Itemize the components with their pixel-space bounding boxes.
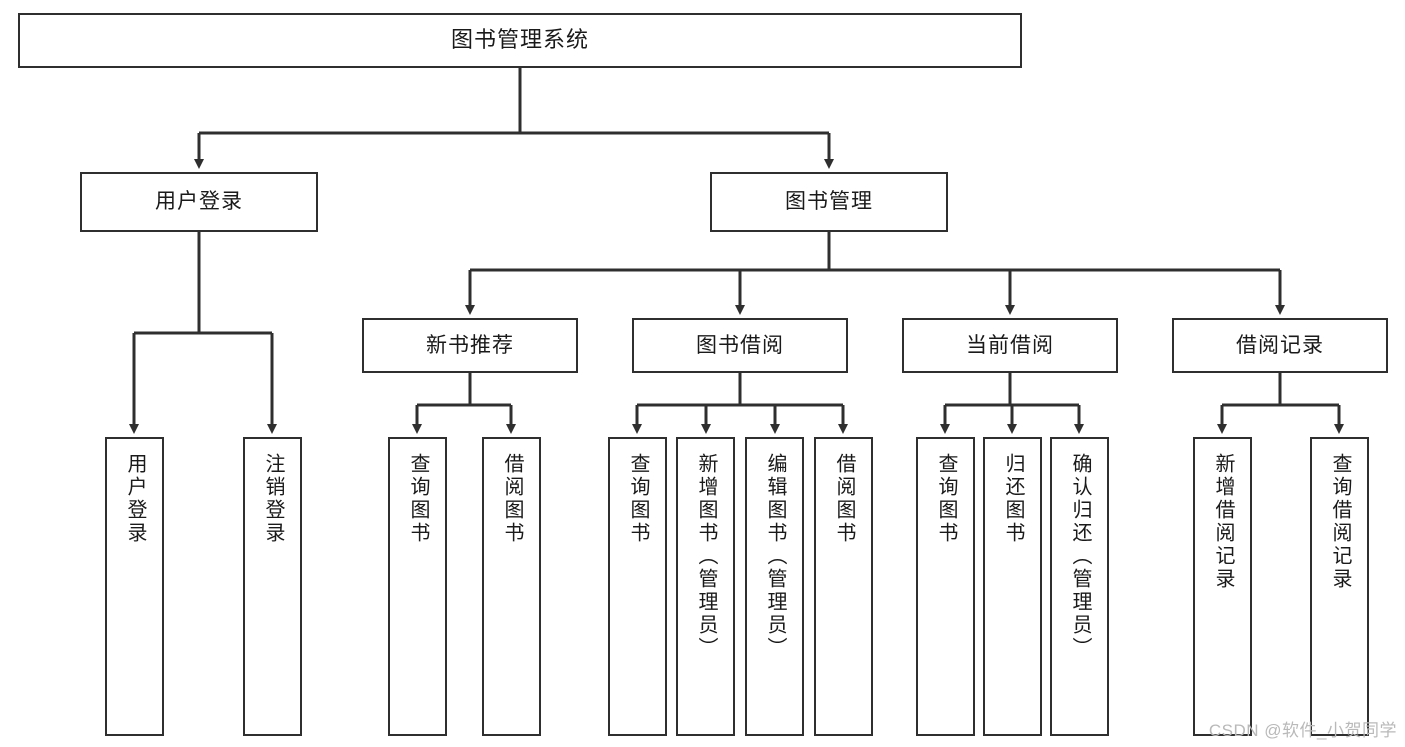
leaf-add-book-admin[interactable]: 新增图书（管理员） — [676, 437, 735, 736]
leaf-add-book-admin-label: 新增图书（管理员） — [695, 453, 717, 660]
leaf-query-borrow-record[interactable]: 查询借阅记录 — [1310, 437, 1369, 736]
leaf-add-borrow-record-label: 新增借阅记录 — [1212, 453, 1234, 591]
leaf-borrow-book-recommend-label: 借阅图书 — [501, 453, 523, 545]
leaf-query-book-current-label: 查询图书 — [935, 453, 957, 545]
leaf-query-book-borrow-label: 查询图书 — [627, 453, 649, 545]
node-book-management-label: 图书管理 — [785, 190, 873, 214]
leaf-user-logout-label: 注销登录 — [262, 453, 284, 545]
leaf-query-borrow-record-label: 查询借阅记录 — [1329, 453, 1351, 591]
node-book-borrow[interactable]: 图书借阅 — [632, 318, 848, 373]
node-new-book-recommend[interactable]: 新书推荐 — [362, 318, 578, 373]
node-new-book-recommend-label: 新书推荐 — [426, 333, 514, 357]
node-user-login-label: 用户登录 — [155, 190, 243, 214]
leaf-query-book-recommend[interactable]: 查询图书 — [388, 437, 447, 736]
leaf-user-logout[interactable]: 注销登录 — [243, 437, 302, 736]
leaf-return-book[interactable]: 归还图书 — [983, 437, 1042, 736]
node-book-borrow-label: 图书借阅 — [696, 333, 784, 357]
watermark-text: CSDN @软件_小贺同学 — [1208, 721, 1397, 740]
leaf-borrow-book[interactable]: 借阅图书 — [814, 437, 873, 736]
leaf-confirm-return-admin[interactable]: 确认归还（管理员） — [1050, 437, 1109, 736]
node-book-management[interactable]: 图书管理 — [710, 172, 948, 232]
leaf-query-book-borrow[interactable]: 查询图书 — [608, 437, 667, 736]
leaf-borrow-book-recommend[interactable]: 借阅图书 — [482, 437, 541, 736]
node-current-borrow[interactable]: 当前借阅 — [902, 318, 1118, 373]
leaf-user-login-label: 用户登录 — [124, 453, 146, 545]
leaf-return-book-label: 归还图书 — [1002, 453, 1024, 545]
node-borrow-record-label: 借阅记录 — [1236, 333, 1324, 357]
node-user-login[interactable]: 用户登录 — [80, 172, 318, 232]
leaf-query-book-current[interactable]: 查询图书 — [916, 437, 975, 736]
leaf-query-book-recommend-label: 查询图书 — [407, 453, 429, 545]
node-root-label: 图书管理系统 — [450, 27, 589, 53]
node-root[interactable]: 图书管理系统 — [18, 13, 1022, 68]
leaf-borrow-book-label: 借阅图书 — [833, 453, 855, 545]
leaf-confirm-return-admin-label: 确认归还（管理员） — [1069, 453, 1091, 660]
leaf-add-borrow-record[interactable]: 新增借阅记录 — [1193, 437, 1252, 736]
leaf-user-login[interactable]: 用户登录 — [105, 437, 164, 736]
leaf-edit-book-admin-label: 编辑图书（管理员） — [764, 453, 786, 660]
node-borrow-record[interactable]: 借阅记录 — [1172, 318, 1388, 373]
node-current-borrow-label: 当前借阅 — [966, 333, 1054, 357]
leaf-edit-book-admin[interactable]: 编辑图书（管理员） — [745, 437, 804, 736]
